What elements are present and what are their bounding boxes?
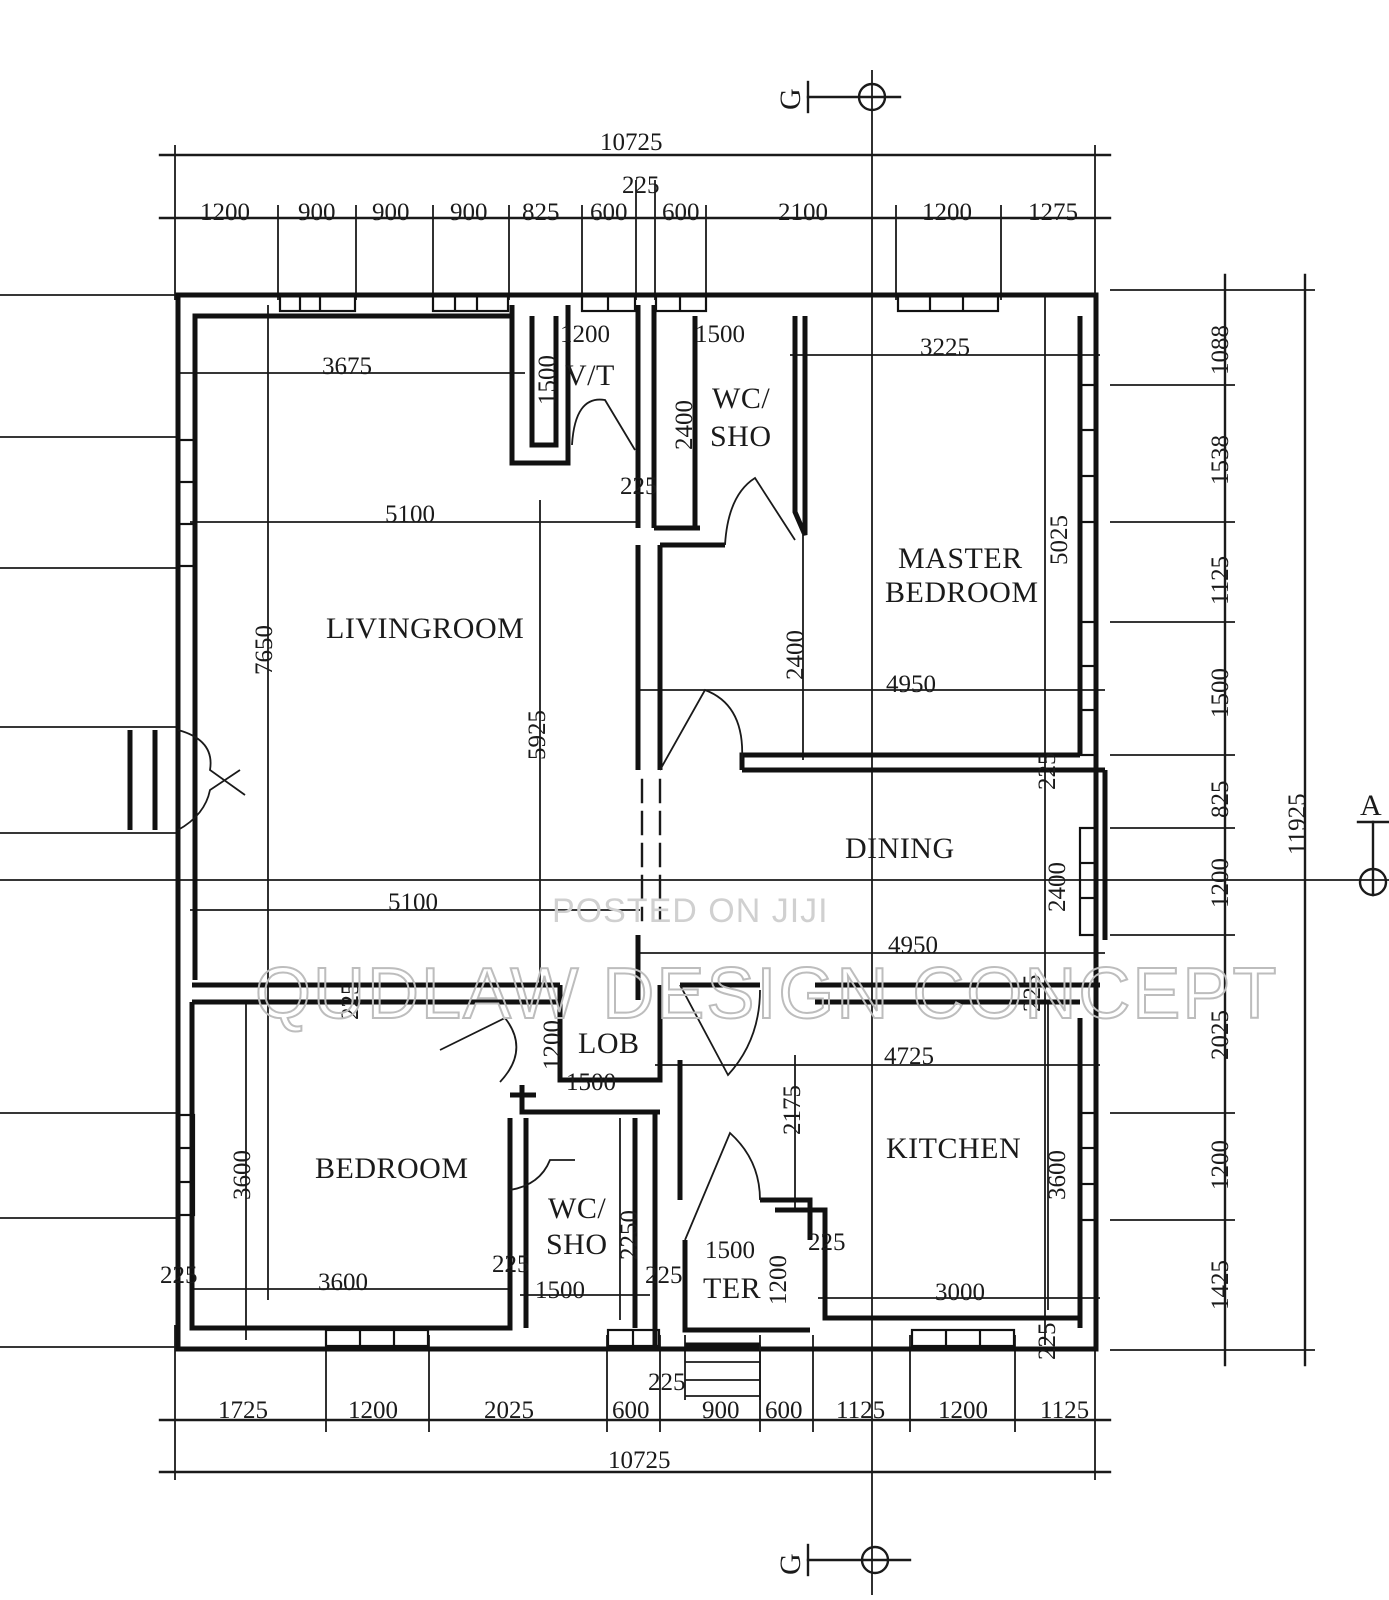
dim-interior: 1500: [566, 1069, 616, 1096]
dim-interior: 225: [492, 1251, 530, 1278]
dimension-lines: [0, 70, 1389, 1595]
dim-right-seg: 825: [1207, 781, 1234, 819]
dim-top-seg: 900: [298, 199, 336, 226]
dim-interior: 3000: [935, 1279, 985, 1306]
dim-interior: 5100: [385, 501, 435, 528]
dim-top-seg: 1200: [200, 199, 250, 226]
room-label-kitchen: KITCHEN: [886, 1132, 1021, 1165]
dim-interior: 1500: [534, 355, 561, 405]
watermark-main: QUDLAW DESIGN CONCEPT: [255, 954, 1278, 1034]
dim-interior: 5100: [388, 889, 438, 916]
dim-interior: 1500: [535, 1277, 585, 1304]
dim-top-seg: 900: [450, 199, 488, 226]
dim-interior: 3225: [920, 334, 970, 361]
room-label-ter: TER: [703, 1272, 761, 1305]
dim-interior: 225: [645, 1262, 683, 1289]
grid-letters: G G A: [774, 88, 1382, 1575]
dim-interior: 1500: [695, 321, 745, 348]
dim-top-seg: 900: [372, 199, 410, 226]
dim-interior: 2175: [779, 1085, 806, 1135]
dim-interior: 225: [1034, 1323, 1061, 1361]
dim-bottom-seg: 1725: [218, 1397, 268, 1424]
room-label-sho-top: SHO: [710, 420, 772, 453]
dim-right-seg: 1538: [1207, 435, 1234, 485]
dim-interior: 225: [337, 983, 364, 1021]
dim-bottom-225: 225: [648, 1369, 686, 1396]
room-label-wc-bottom: WC/: [548, 1192, 606, 1225]
dim-interior: 5925: [524, 710, 551, 760]
dim-interior: 4950: [888, 932, 938, 959]
dim-right-seg: 1500: [1207, 668, 1234, 718]
dim-top-total: 10725: [600, 129, 663, 156]
grid-label-top-g: G: [774, 88, 807, 110]
room-labels: LIVINGROOM V/T WC/ SHO MASTER BEDROOM DI…: [315, 359, 1039, 1305]
dim-interior: 3600: [229, 1150, 256, 1200]
dimension-labels: 10725 225 1200 900 900 900 825 600 600 2…: [160, 129, 1311, 1474]
doors: [177, 398, 796, 1241]
dim-right-total: 11925: [1284, 793, 1311, 855]
dim-right-seg: 1200: [1207, 1140, 1234, 1190]
dim-interior: 2400: [671, 400, 698, 450]
dim-top-225: 225: [622, 172, 660, 199]
dim-interior: 225: [808, 1229, 846, 1256]
dim-interior: 2400: [782, 630, 809, 680]
watermark: POSTED ON JIJI QUDLAW DESIGN CONCEPT: [254, 892, 1278, 1035]
room-label-master: MASTER: [898, 542, 1023, 575]
dim-top-seg: 1275: [1028, 199, 1078, 226]
room-label-dining: DINING: [845, 832, 955, 865]
dim-interior: 7650: [251, 625, 278, 675]
dim-interior: 4725: [884, 1043, 934, 1070]
dim-top-seg: 600: [590, 199, 628, 226]
dim-bottom-seg: 1200: [938, 1397, 988, 1424]
dim-interior: 1200: [765, 1255, 792, 1305]
dim-right-seg: 1200: [1207, 858, 1234, 908]
room-label-master-bedroom: BEDROOM: [885, 576, 1039, 609]
dim-interior: 5025: [1046, 515, 1073, 565]
room-label-bedroom: BEDROOM: [315, 1152, 469, 1185]
dim-interior: 2400: [1044, 862, 1071, 912]
dim-interior: 2250: [616, 1210, 643, 1260]
dim-interior: 225: [160, 1262, 198, 1289]
dim-bottom-seg: 2025: [484, 1397, 534, 1424]
grid-markers: [806, 80, 1389, 1577]
dim-interior: 1200: [560, 321, 610, 348]
dim-top-seg: 600: [662, 199, 700, 226]
dim-interior: 3600: [1044, 1150, 1071, 1200]
room-label-sho-bottom: SHO: [546, 1228, 608, 1261]
dim-interior: 225: [1034, 753, 1061, 791]
dim-top-seg: 1200: [922, 199, 972, 226]
room-label-wc-top: WC/: [712, 382, 770, 415]
dim-right-seg: 1088: [1207, 325, 1234, 375]
dim-top-seg: 2100: [778, 199, 828, 226]
dim-interior: 225: [1019, 975, 1046, 1013]
dim-right-seg: 1425: [1207, 1260, 1234, 1310]
grid-label-bottom-g: G: [774, 1553, 807, 1575]
dim-interior: 3600: [318, 1269, 368, 1296]
windows: [176, 293, 1098, 1348]
dim-interior: 3675: [322, 353, 372, 380]
dim-interior: 1500: [705, 1237, 755, 1264]
dim-right-seg: 1125: [1207, 556, 1234, 605]
dim-bottom-seg: 1200: [348, 1397, 398, 1424]
room-label-vt: V/T: [565, 359, 615, 392]
dim-bottom-seg: 600: [612, 1397, 650, 1424]
dim-bottom-seg: 600: [765, 1397, 803, 1424]
room-label-lob: LOB: [578, 1027, 640, 1060]
dim-right-seg: 2025: [1207, 1010, 1234, 1060]
dim-interior: 1200: [539, 1020, 566, 1070]
dim-bottom-seg: 1125: [1040, 1397, 1089, 1424]
watermark-sub: POSTED ON JIJI: [552, 892, 829, 930]
dim-top-seg: 825: [522, 199, 560, 226]
dim-bottom-seg: 1125: [836, 1397, 885, 1424]
room-label-livingroom: LIVINGROOM: [326, 612, 524, 645]
dim-bottom-total: 10725: [608, 1447, 671, 1474]
dim-interior: 4950: [886, 671, 936, 698]
grid-label-right-a: A: [1360, 789, 1382, 822]
dim-bottom-seg: 900: [702, 1397, 740, 1424]
dim-interior: 225: [620, 473, 658, 500]
walls: [127, 292, 1108, 1400]
